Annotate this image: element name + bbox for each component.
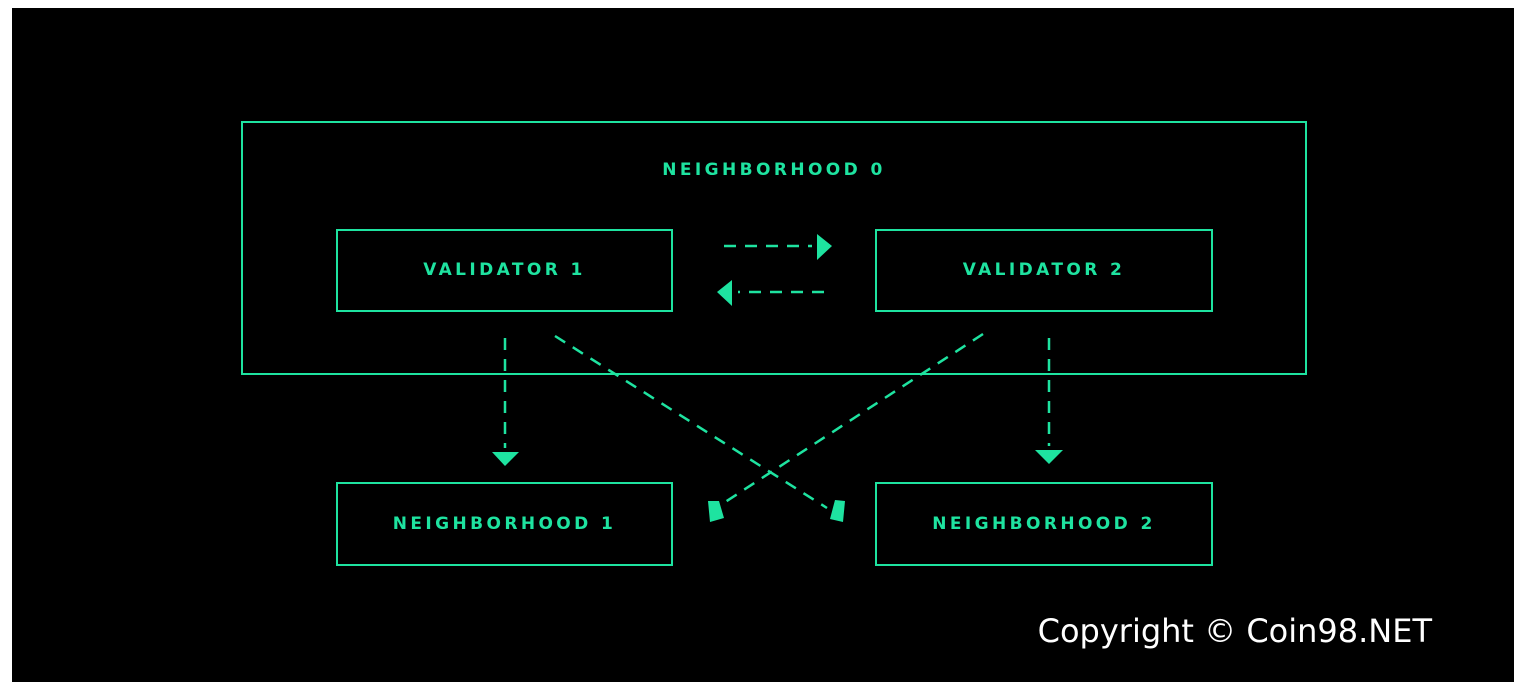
validator-2-box xyxy=(875,229,1213,312)
neighborhood-1-box xyxy=(336,482,673,566)
neighborhood-2-box xyxy=(875,482,1213,566)
validator-1-box xyxy=(336,229,673,312)
arrowhead-left-icon xyxy=(717,280,732,306)
edges-layer xyxy=(492,234,1063,522)
diagram-canvas: NEIGHBORHOOD 0 VALIDATOR 1 VALIDATOR 2 N… xyxy=(12,8,1514,682)
neighborhood-0-box xyxy=(241,121,1307,375)
copyright-watermark: Copyright © Coin98.NET xyxy=(1037,612,1432,650)
arrowhead-diagonal-icon xyxy=(830,500,845,522)
arrowhead-diagonal-icon xyxy=(708,501,724,522)
validator-1-label: VALIDATOR 1 xyxy=(423,260,586,280)
validator-2-label: VALIDATOR 2 xyxy=(962,260,1126,280)
neighborhood-1-label: NEIGHBORHOOD 1 xyxy=(392,514,617,534)
arrowhead-down-icon xyxy=(1035,450,1063,464)
neighborhood-2-label: NEIGHBORHOOD 2 xyxy=(932,514,1156,534)
arrowhead-down-icon xyxy=(492,452,519,466)
neighborhood-0-label: NEIGHBORHOOD 0 xyxy=(662,160,886,180)
top-margin-strip xyxy=(0,0,1526,8)
edge-validator-2-to-neighborhood-1 xyxy=(715,332,984,510)
arrowhead-right-icon xyxy=(817,234,832,260)
edge-validator-1-to-neighborhood-2 xyxy=(554,334,828,510)
